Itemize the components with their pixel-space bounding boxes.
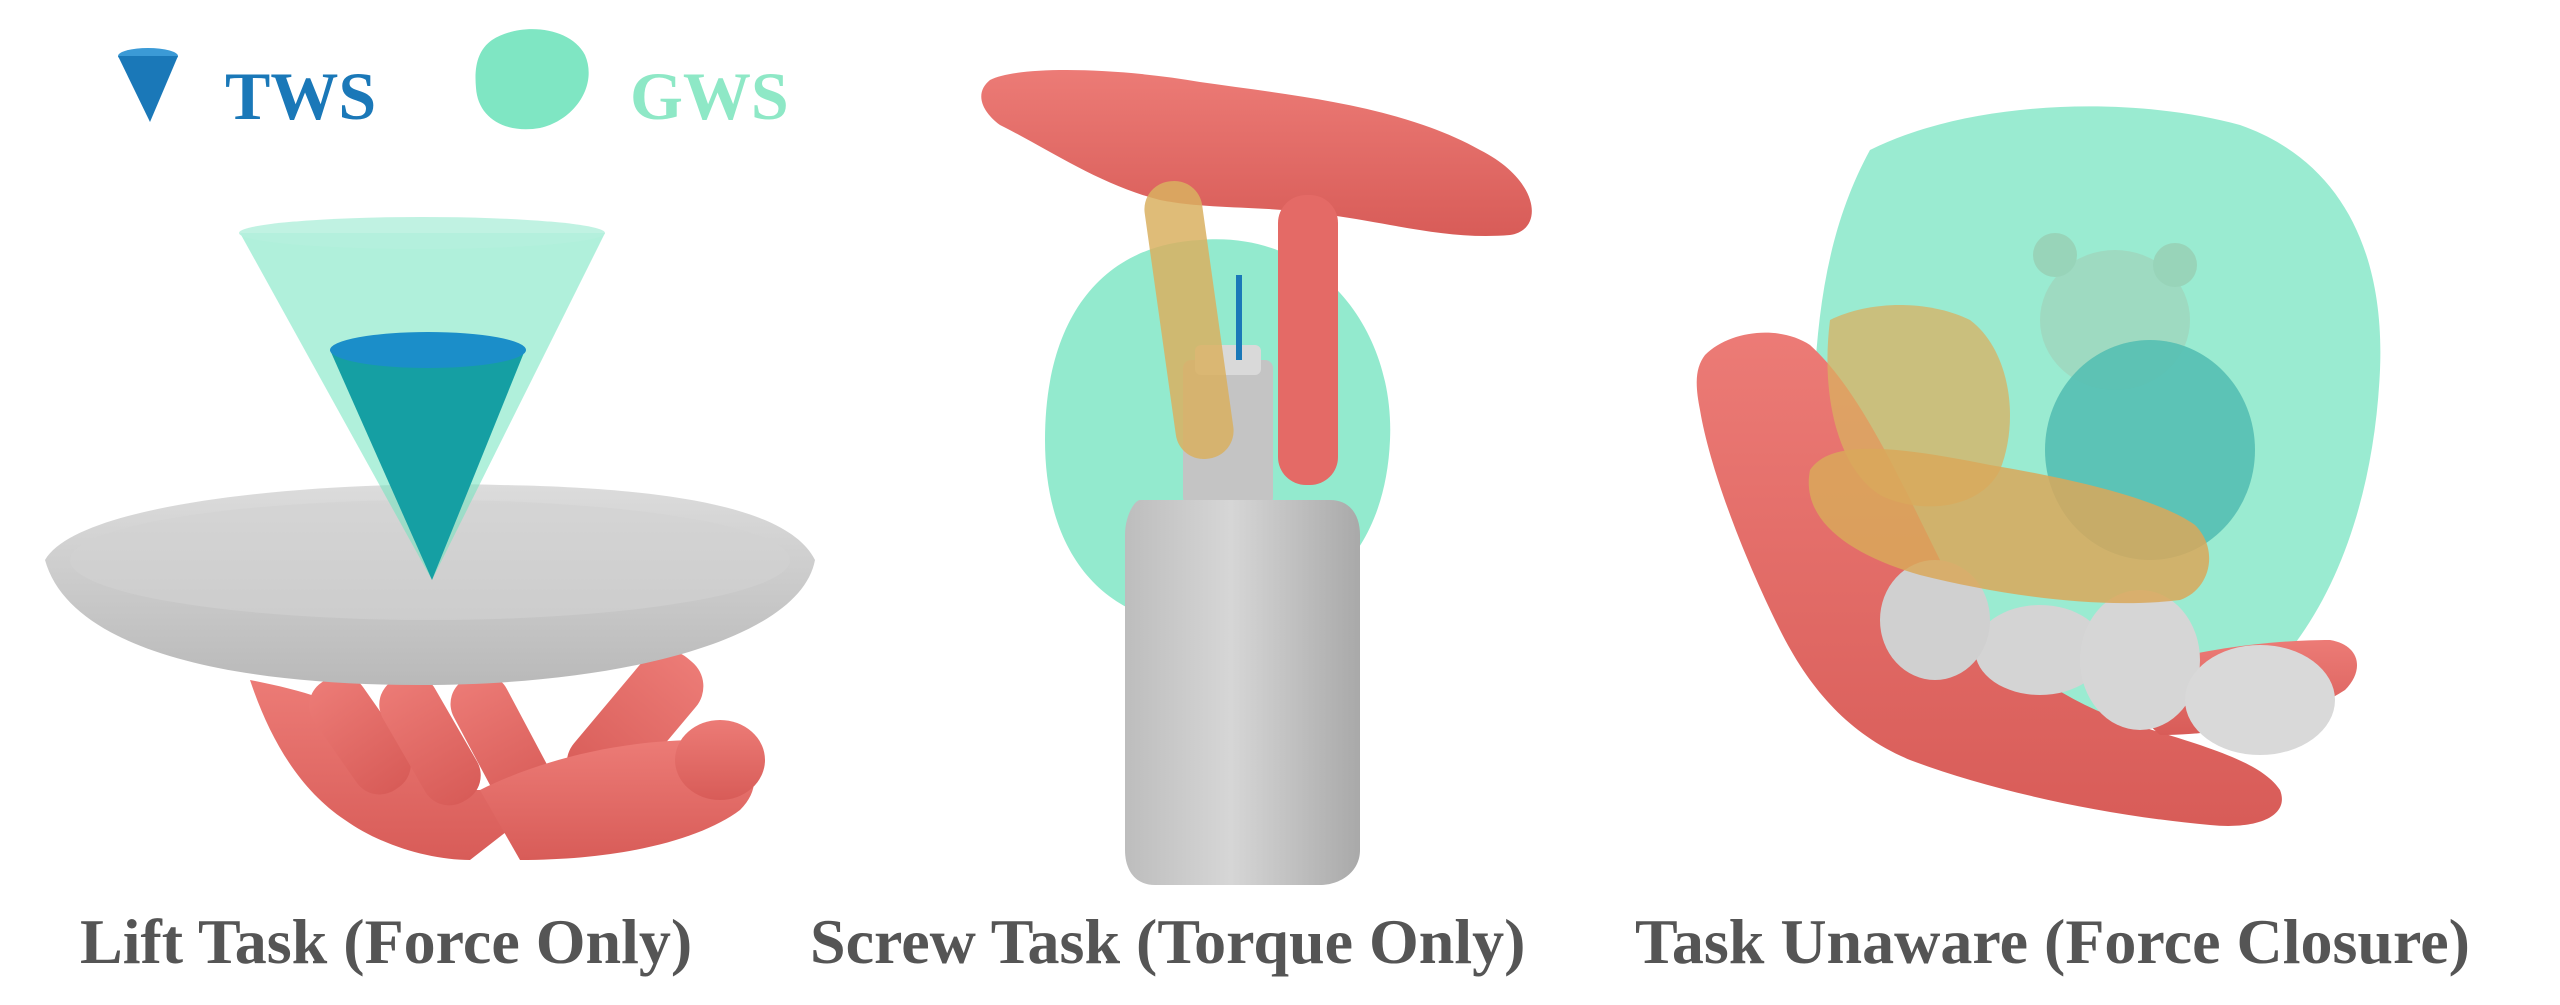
caption-screw-task: Screw Task (Torque Only) [810,910,1525,974]
panel-lift [45,217,815,860]
legend-gws-label: GWS [630,62,789,130]
tws-line [1236,275,1242,360]
legend-tws-icon [118,48,178,122]
panel-unaware [1697,106,2381,826]
caption-task-unaware: Task Unaware (Force Closure) [1635,910,2470,974]
caption-lift-task: Lift Task (Force Only) [80,910,692,974]
panel-screw [981,70,1532,885]
legend-tws-label: TWS [225,62,376,130]
legend-gws-icon [476,29,589,129]
